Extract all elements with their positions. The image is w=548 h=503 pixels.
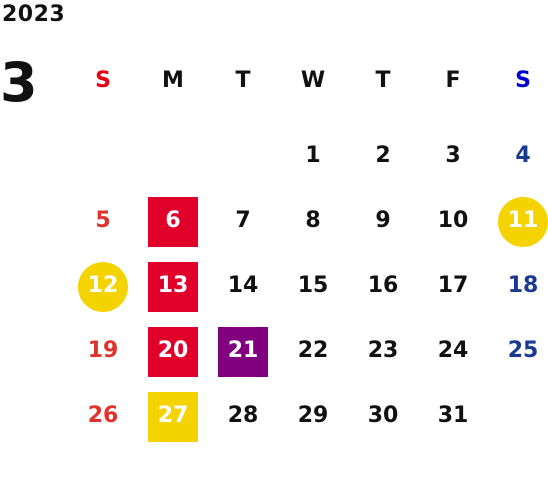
day-number: 26 [87, 402, 119, 428]
yellow-circle-marker [498, 197, 548, 247]
calendar-day[interactable]: 7 [208, 189, 278, 254]
weekday-label: S [95, 68, 111, 93]
day-number: 11 [507, 207, 539, 233]
calendar-day[interactable]: 16 [348, 254, 418, 319]
day-number: 31 [437, 402, 469, 428]
day-number: 9 [375, 207, 391, 233]
day-number: 18 [507, 272, 539, 298]
day-number: 6 [165, 207, 181, 233]
weekday-label: W [300, 68, 326, 93]
calendar-day[interactable]: 2 [348, 124, 418, 189]
day-number: 19 [87, 337, 119, 363]
calendar-day[interactable]: 22 [278, 319, 348, 384]
day-number: 23 [367, 337, 399, 363]
day-number: 30 [367, 402, 399, 428]
weekday-label: T [235, 68, 251, 93]
day-number: 5 [95, 207, 111, 233]
day-number: 14 [227, 272, 259, 298]
weekday-label: F [445, 68, 461, 93]
day-number: 12 [87, 272, 119, 298]
weekday-label: T [375, 68, 391, 93]
calendar-day[interactable]: 20 [138, 319, 208, 384]
calendar-day[interactable]: 15 [278, 254, 348, 319]
weekday-label: S [515, 68, 531, 93]
day-number: 16 [367, 272, 399, 298]
day-number: 4 [515, 142, 531, 168]
weekday-label: M [162, 68, 184, 93]
calendar-day[interactable]: 26 [68, 384, 138, 449]
day-number: 29 [297, 402, 329, 428]
calendar-day[interactable]: 28 [208, 384, 278, 449]
day-number: 15 [297, 272, 329, 298]
calendar-day[interactable]: 31 [418, 384, 488, 449]
day-number: 20 [157, 337, 189, 363]
calendar-day[interactable]: 25 [488, 319, 548, 384]
day-number: 13 [157, 272, 189, 298]
day-number: 1 [305, 142, 321, 168]
calendar-day[interactable]: 10 [418, 189, 488, 254]
day-number: 10 [437, 207, 469, 233]
day-number: 24 [437, 337, 469, 363]
red-square-marker [148, 327, 198, 377]
calendar-day[interactable]: 9 [348, 189, 418, 254]
day-number: 3 [445, 142, 461, 168]
day-number: 22 [297, 337, 329, 363]
calendar-day[interactable]: 4 [488, 124, 548, 189]
day-number: 25 [507, 337, 539, 363]
day-number: 7 [235, 207, 251, 233]
calendar-day[interactable]: 8 [278, 189, 348, 254]
calendar-day[interactable]: 24 [418, 319, 488, 384]
calendar-day[interactable]: 14 [208, 254, 278, 319]
day-number: 17 [437, 272, 469, 298]
calendar-day[interactable]: 29 [278, 384, 348, 449]
day-number: 2 [375, 142, 391, 168]
yellow-square-marker [148, 392, 198, 442]
yellow-circle-marker [78, 262, 128, 312]
calendar-day[interactable]: 17 [418, 254, 488, 319]
calendar-month: 3 [0, 51, 38, 114]
red-square-marker [148, 197, 198, 247]
day-number: 8 [305, 207, 321, 233]
calendar-day[interactable]: 1 [278, 124, 348, 189]
calendar-day[interactable]: 13 [138, 254, 208, 319]
calendar-day[interactable]: 12 [68, 254, 138, 319]
calendar-day[interactable]: 23 [348, 319, 418, 384]
purple-square-marker [218, 327, 268, 377]
calendar-day[interactable]: 3 [418, 124, 488, 189]
calendar-year: 2023 [2, 2, 66, 27]
calendar-day[interactable]: 5 [68, 189, 138, 254]
day-number: 28 [227, 402, 259, 428]
calendar-day[interactable]: 19 [68, 319, 138, 384]
calendar-day[interactable]: 6 [138, 189, 208, 254]
calendar-day[interactable]: 30 [348, 384, 418, 449]
calendar-day[interactable]: 21 [208, 319, 278, 384]
day-number: 27 [157, 402, 189, 428]
calendar-day[interactable]: 18 [488, 254, 548, 319]
red-square-marker [148, 262, 198, 312]
calendar-day[interactable]: 27 [138, 384, 208, 449]
calendar-day[interactable]: 11 [488, 189, 548, 254]
day-number: 21 [227, 337, 259, 363]
